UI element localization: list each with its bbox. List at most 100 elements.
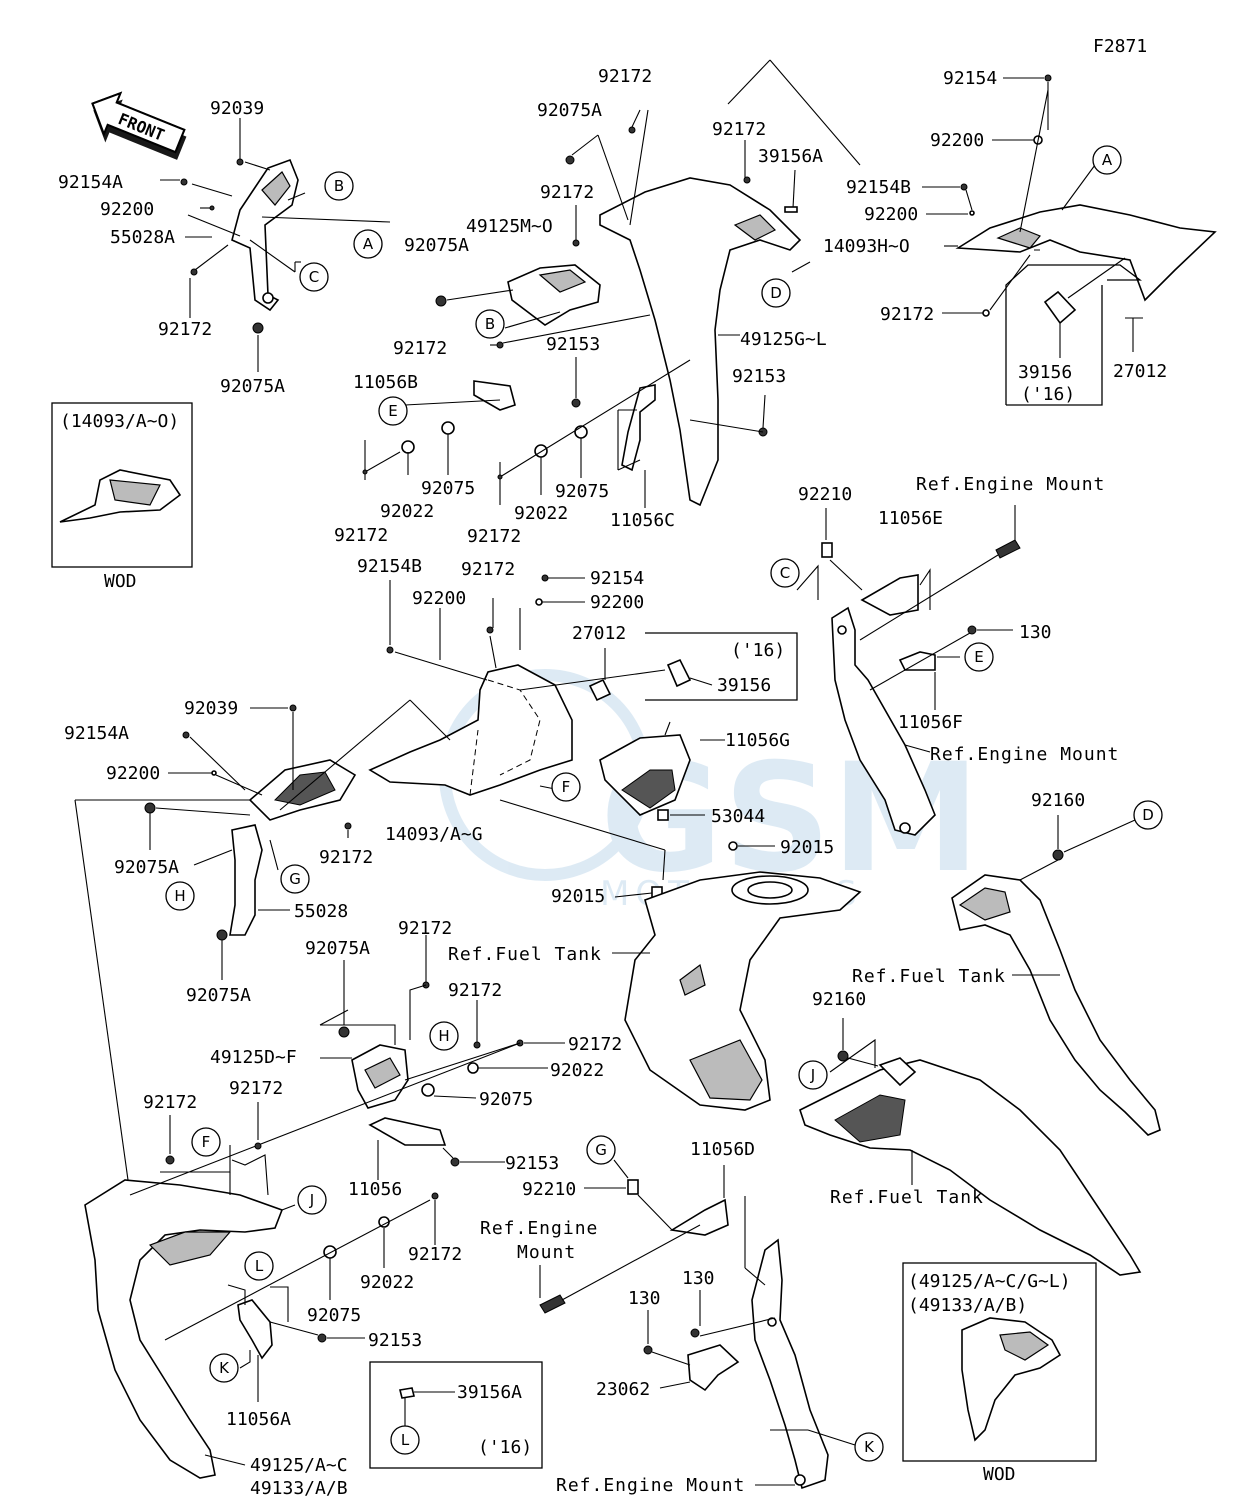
bracket-11056E-frame (831, 606, 936, 836)
fuel-tank-body (624, 871, 862, 1111)
inset-wod-right-line1: (49125/A~C/G~L) (908, 1271, 1071, 1292)
svg-text:C: C (780, 564, 790, 582)
part-92200-m: 92200 (412, 588, 466, 609)
part-92154B-m: 92154B (357, 556, 422, 577)
assembly-top-left (160, 118, 391, 372)
part-92022-t2: 92022 (514, 503, 568, 524)
part-92022-b1: 92022 (550, 1060, 604, 1081)
ref-engine-mount-3b: Mount (517, 1242, 576, 1263)
assembly-top-center (362, 59, 861, 508)
part-92153-t2: 92153 (732, 366, 786, 387)
svg-text:D: D (770, 284, 782, 302)
callout-J-right: J (798, 1060, 828, 1090)
svg-text:G: G (289, 870, 301, 888)
fuel-tank (612, 871, 862, 1111)
part-11056G: 11056G (725, 730, 790, 751)
assembly-engine-mount-bottom (539, 1159, 856, 1490)
part-92039-m: 92039 (184, 698, 238, 719)
callout-H-bottom: H (429, 1021, 459, 1051)
part-92172-b5: 92172 (143, 1092, 197, 1113)
part-92015-2: 92015 (551, 886, 605, 907)
ref-engine-mount-3a: Ref.Engine (480, 1218, 598, 1239)
figure-id: F2871 (1093, 36, 1147, 57)
svg-text:E: E (388, 402, 397, 420)
part-92172-t2: 92172 (712, 119, 766, 140)
inset-wod-right-caption: WOD (983, 1464, 1016, 1485)
callout-F-bottom: F (191, 1127, 221, 1157)
inset-wod-right (902, 1262, 1097, 1462)
callout-A-top-left: A (353, 229, 383, 259)
bracket-11056D (669, 1198, 729, 1236)
part-92075A-t2: 92075A (404, 235, 469, 256)
part-14093H-O: 14093H~O (823, 236, 910, 257)
ref-engine-mount-4: Ref.Engine Mount (556, 1475, 745, 1496)
part-92160-2: 92160 (812, 989, 866, 1010)
part-92075-b2: 92075 (307, 1305, 361, 1326)
part-92172-t1: 92172 (598, 66, 652, 87)
svg-text:F: F (562, 778, 571, 796)
part-92075A-tl: 92075A (220, 376, 285, 397)
part-23062: 23062 (596, 1379, 650, 1400)
cowling-14093A-G (368, 664, 573, 796)
callout-K-bottom-right: K (854, 1432, 884, 1462)
part-92022-b2: 92022 (360, 1272, 414, 1293)
part-92153-b2: 92153 (368, 1330, 422, 1351)
inset-wod-left-caption: WOD (104, 571, 137, 592)
callout-E-right: E (964, 642, 994, 672)
part-130-b2: 130 (628, 1288, 661, 1309)
svg-text:A: A (1102, 151, 1113, 169)
part-49125A-C: 49125/A~C (250, 1455, 348, 1476)
ref-fuel-tank-3: Ref.Fuel Tank (830, 1187, 984, 1208)
part-92172-b6: 92172 (408, 1244, 462, 1265)
part-92172-b4: 92172 (229, 1078, 283, 1099)
part-55028: 55028 (294, 901, 348, 922)
callout-C-right: C (770, 558, 800, 588)
svg-text:D: D (1142, 806, 1154, 824)
callout-G-bottom: G (586, 1135, 616, 1165)
callout-C-top-left: C (299, 262, 329, 292)
part-92172-m2: 92172 (319, 847, 373, 868)
part-27012-m: 27012 (572, 623, 626, 644)
assembly-bottom-left (84, 935, 565, 1479)
svg-text:E: E (974, 648, 983, 666)
bracket-55028 (229, 824, 263, 936)
inset-l-year: ('16) (478, 1437, 532, 1458)
part-92075-t2: 92075 (555, 481, 609, 502)
inset-wod-right-line2: (49133/A/B) (908, 1295, 1027, 1316)
callout-B-top-center: B (475, 309, 505, 339)
svg-text:H: H (438, 1027, 449, 1045)
part-92200-top: 92200 (100, 199, 154, 220)
part-92160-1: 92160 (1031, 790, 1085, 811)
svg-text:L: L (401, 1431, 410, 1449)
assembly-top-right (922, 74, 1217, 406)
part-92172-t4: 92172 (393, 338, 447, 359)
part-11056: 11056 (348, 1179, 402, 1200)
bracket-11056D-frame (751, 1238, 829, 1490)
part-14093A-G: 14093/A~G (385, 824, 483, 845)
part-92154B-tr: 92154B (846, 177, 911, 198)
ref-engine-mount-1: Ref.Engine Mount (916, 474, 1105, 495)
svg-text:F: F (202, 1133, 211, 1151)
part-92172-b1: 92172 (398, 918, 452, 939)
part-11056D: 11056D (690, 1139, 755, 1160)
part-49125D-F: 49125D~F (210, 1047, 297, 1068)
callout-A-top-right: A (1092, 145, 1122, 175)
part-92200-tr: 92200 (930, 130, 984, 151)
part-92075A-t: 92075A (537, 100, 602, 121)
bracket-11056A (237, 1299, 273, 1360)
part-92172-t3: 92172 (540, 182, 594, 203)
part-39156-tr: 39156 (1018, 362, 1072, 383)
part-92172-tr: 92172 (880, 304, 934, 325)
callout-E-top: E (378, 396, 408, 426)
cowling-14093H-O (955, 204, 1217, 302)
svg-text:L: L (255, 1257, 264, 1275)
part-92022-t1: 92022 (380, 501, 434, 522)
callout-H-middle: H (165, 881, 195, 911)
part-11056A: 11056A (226, 1409, 291, 1430)
ref-fuel-tank-2: Ref.Fuel Tank (852, 966, 1006, 987)
cowl-right-D (951, 874, 1161, 1136)
callout-D-top: D (761, 278, 791, 308)
part-92039-top: 92039 (210, 98, 264, 119)
part-92172-m: 92172 (461, 559, 515, 580)
